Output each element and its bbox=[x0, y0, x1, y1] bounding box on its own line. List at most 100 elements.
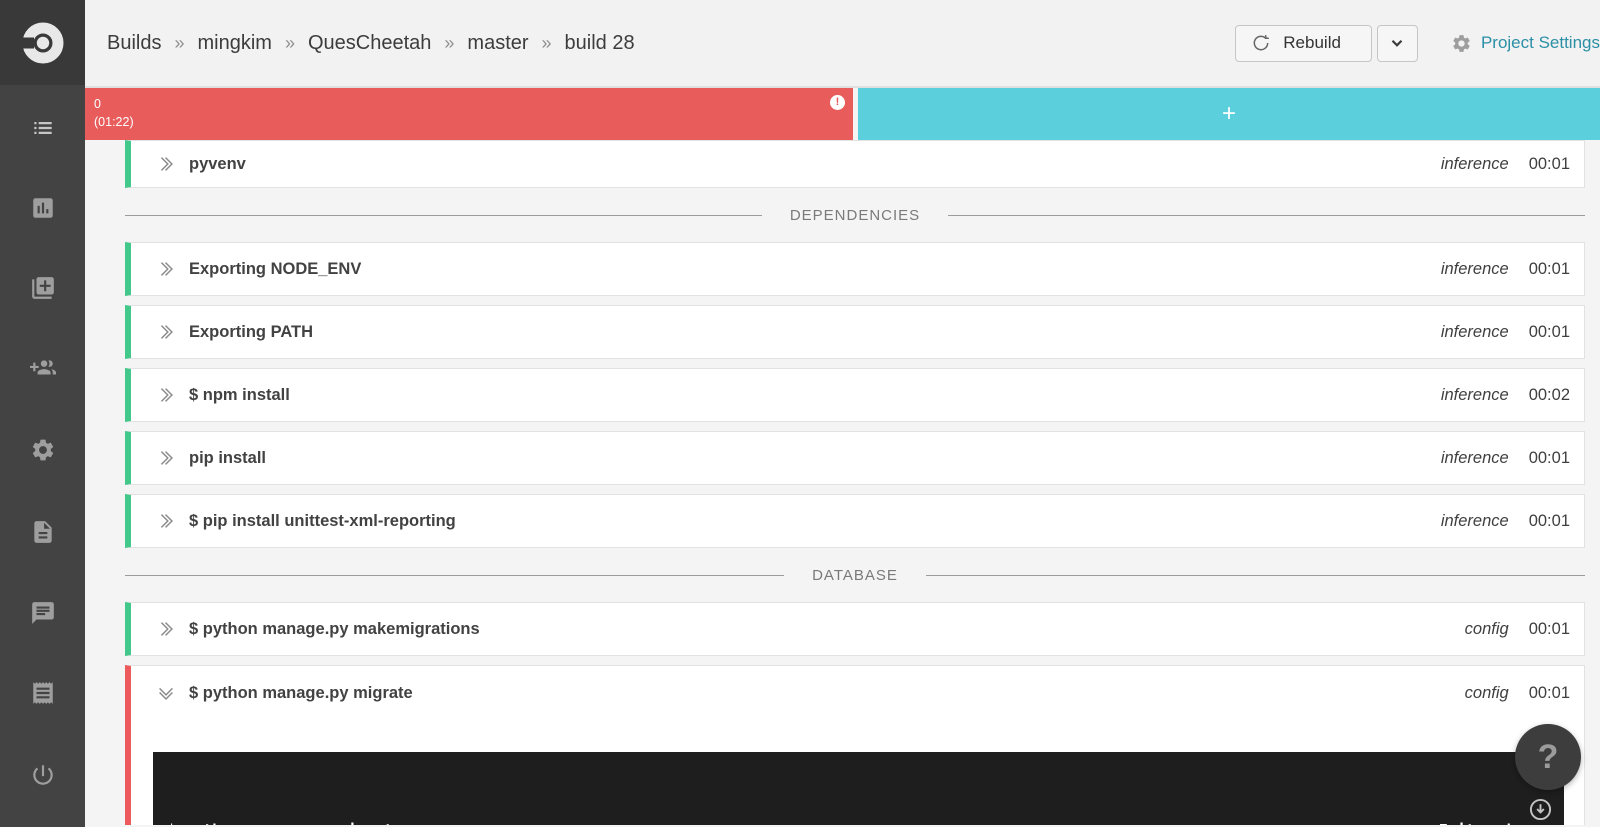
breadcrumb-item-user[interactable]: mingkim bbox=[197, 31, 272, 54]
step-time: 00:01 bbox=[1528, 154, 1570, 173]
breadcrumb-item-project[interactable]: QuesCheetah bbox=[307, 31, 432, 54]
rebuild-label: Rebuild bbox=[1283, 33, 1341, 52]
step-row-pyvenv[interactable]: pyvenv inference 00:01 bbox=[125, 140, 1585, 188]
step-label: pip install bbox=[189, 448, 267, 467]
step-tag: inference bbox=[1440, 511, 1509, 530]
sidebar-item-docs[interactable] bbox=[0, 512, 85, 552]
step-label: $ python manage.py makemigrations bbox=[189, 619, 480, 638]
step-label: Exporting PATH bbox=[189, 322, 314, 341]
breadcrumb-item-builds[interactable]: Builds bbox=[107, 31, 162, 54]
sidebar-item-support[interactable] bbox=[0, 593, 85, 633]
progress-segment-gap bbox=[853, 88, 858, 140]
breadcrumb-separator: » bbox=[541, 32, 552, 53]
progress-failed-count: 0 bbox=[94, 97, 101, 111]
docs-icon bbox=[33, 521, 52, 543]
step-tag: config bbox=[1464, 683, 1509, 702]
header-actions: Rebuild Project Settings bbox=[1235, 24, 1600, 62]
refresh-icon bbox=[1253, 35, 1270, 51]
sidebar-item-logout[interactable] bbox=[0, 755, 85, 795]
team-icon bbox=[29, 360, 56, 375]
sidebar-item-insights[interactable] bbox=[0, 188, 85, 228]
support-chat-icon bbox=[31, 602, 54, 624]
chevron-down-double-icon bbox=[155, 682, 177, 704]
terminal-command: $ python manage.py migrate bbox=[167, 819, 402, 825]
breadcrumb-separator: » bbox=[174, 32, 185, 53]
step-label: pyvenv bbox=[189, 154, 246, 173]
settings-gear-icon bbox=[32, 439, 53, 461]
sidebar bbox=[0, 0, 85, 827]
help-icon: ? bbox=[1537, 737, 1559, 776]
project-settings-label: Project Settings bbox=[1480, 33, 1600, 52]
rebuild-dropdown-button[interactable] bbox=[1376, 24, 1418, 62]
section-divider-database: DATABASE bbox=[125, 548, 1585, 602]
terminal-output: $ python manage.py migrate Exit code Ope… bbox=[153, 752, 1564, 825]
plus-icon: + bbox=[1221, 100, 1236, 127]
add-projects-icon bbox=[31, 277, 54, 299]
rebuild-button[interactable]: Rebuild bbox=[1235, 24, 1372, 62]
sidebar-item-changelog[interactable] bbox=[0, 673, 85, 713]
sidebar-item-builds[interactable] bbox=[0, 108, 85, 148]
header: Builds » mingkim » QuesCheetah » master … bbox=[85, 0, 1600, 88]
changelog-receipt-icon bbox=[32, 682, 53, 704]
chevron-right-double-icon bbox=[155, 447, 177, 469]
step-time: 00:01 bbox=[1528, 322, 1570, 341]
progress-add-segment[interactable]: + bbox=[858, 88, 1600, 140]
chevron-down-icon bbox=[1392, 39, 1403, 47]
chevron-right-double-icon bbox=[155, 618, 177, 640]
step-row-npm-install[interactable]: $ npm install inference 00:02 bbox=[125, 368, 1585, 422]
step-label: $ python manage.py migrate bbox=[189, 683, 413, 702]
step-label: $ pip install unittest-xml-reporting bbox=[189, 511, 456, 530]
step-label: $ npm install bbox=[189, 385, 290, 404]
sidebar-item-team[interactable] bbox=[0, 348, 85, 388]
section-divider-label: DEPENDENCIES bbox=[789, 206, 921, 224]
warning-icon: ! bbox=[830, 95, 845, 110]
step-row-pip-install-unittest[interactable]: $ pip install unittest-xml-reporting inf… bbox=[125, 494, 1585, 548]
chevron-right-double-icon bbox=[155, 510, 177, 532]
section-divider-label: DATABASE bbox=[812, 566, 898, 584]
help-button[interactable]: ? bbox=[1515, 724, 1581, 790]
logout-power-icon bbox=[32, 765, 53, 785]
step-tag: inference bbox=[1440, 385, 1509, 404]
breadcrumb-separator: » bbox=[444, 32, 455, 53]
download-icon bbox=[1529, 798, 1552, 821]
step-time: 00:01 bbox=[1528, 619, 1570, 638]
step-time: 00:02 bbox=[1528, 385, 1570, 404]
step-row-makemigrations[interactable]: $ python manage.py makemigrations config… bbox=[125, 602, 1585, 656]
exit-code-label: Exit code bbox=[1439, 819, 1520, 825]
step-tag: inference bbox=[1440, 154, 1509, 173]
step-tag: inference bbox=[1440, 448, 1509, 467]
step-time: 00:01 bbox=[1528, 511, 1570, 530]
gear-icon bbox=[1451, 33, 1472, 54]
builds-list-icon bbox=[33, 122, 52, 134]
step-time: 00:01 bbox=[1528, 683, 1570, 702]
progress-duration: (01:22) bbox=[94, 115, 134, 130]
step-tag: config bbox=[1464, 619, 1509, 638]
breadcrumb: Builds » mingkim » QuesCheetah » master … bbox=[107, 32, 635, 55]
project-settings-link[interactable]: Project Settings bbox=[1451, 33, 1600, 54]
step-row-exporting-node-env[interactable]: Exporting NODE_ENV inference 00:01 bbox=[125, 242, 1585, 296]
step-time: 00:01 bbox=[1528, 448, 1570, 467]
insights-chart-icon bbox=[32, 198, 53, 218]
chevron-right-double-icon bbox=[155, 384, 177, 406]
circleci-logo-icon bbox=[19, 22, 63, 63]
step-row-migrate-header[interactable]: $ python manage.py migrate config 00:01 bbox=[131, 666, 1584, 720]
progress-failed-segment[interactable]: 0 (01:22) ! bbox=[85, 88, 853, 140]
chevron-right-double-icon bbox=[155, 258, 177, 280]
breadcrumb-item-build[interactable]: build 28 bbox=[564, 31, 635, 54]
breadcrumb-separator: » bbox=[284, 32, 295, 53]
section-divider-dependencies: DEPENDENCIES bbox=[125, 188, 1585, 242]
chevron-right-double-icon bbox=[155, 321, 177, 343]
circleci-logo[interactable] bbox=[0, 0, 85, 85]
step-row-migrate: $ python manage.py migrate config 00:01 … bbox=[125, 665, 1585, 825]
step-tag: inference bbox=[1440, 259, 1509, 278]
build-progress-bar: 0 (01:22) ! + bbox=[85, 88, 1600, 140]
step-label: Exporting NODE_ENV bbox=[189, 259, 362, 278]
sidebar-item-settings[interactable] bbox=[0, 430, 85, 470]
download-output-button[interactable] bbox=[1529, 798, 1552, 821]
breadcrumb-item-branch[interactable]: master bbox=[467, 31, 529, 54]
build-steps-list: pyvenv inference 00:01 DEPENDENCIES Expo… bbox=[85, 140, 1600, 825]
sidebar-item-add-projects[interactable] bbox=[0, 268, 85, 308]
chevron-right-double-icon bbox=[155, 153, 177, 175]
step-row-pip-install[interactable]: pip install inference 00:01 bbox=[125, 431, 1585, 485]
step-row-exporting-path[interactable]: Exporting PATH inference 00:01 bbox=[125, 305, 1585, 359]
